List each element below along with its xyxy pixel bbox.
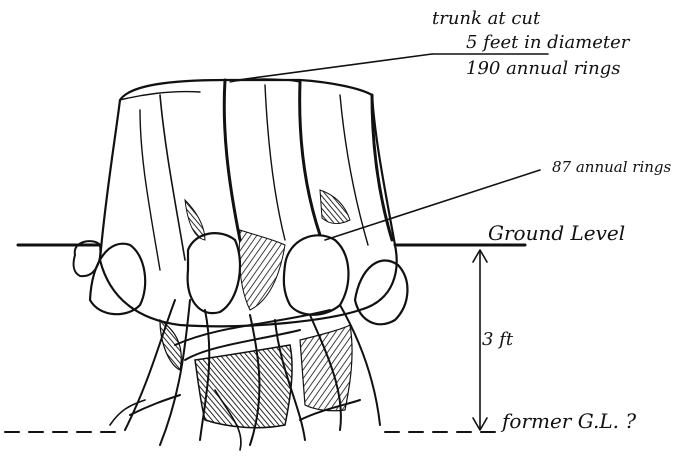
leader-lines	[238, 54, 548, 240]
ground-level-label: Ground Level	[488, 221, 625, 245]
roots	[110, 300, 380, 450]
height-label: 3 ft	[482, 329, 514, 350]
former-ground-level-label: former G.L. ?	[500, 409, 636, 433]
root-rings-label: 87 annual rings	[552, 158, 672, 176]
trunk-label-line3: 190 annual rings	[466, 58, 621, 79]
trunk-label-line1: trunk at cut	[432, 8, 541, 29]
trunk-label-line2: 5 feet in diameter	[466, 32, 631, 53]
